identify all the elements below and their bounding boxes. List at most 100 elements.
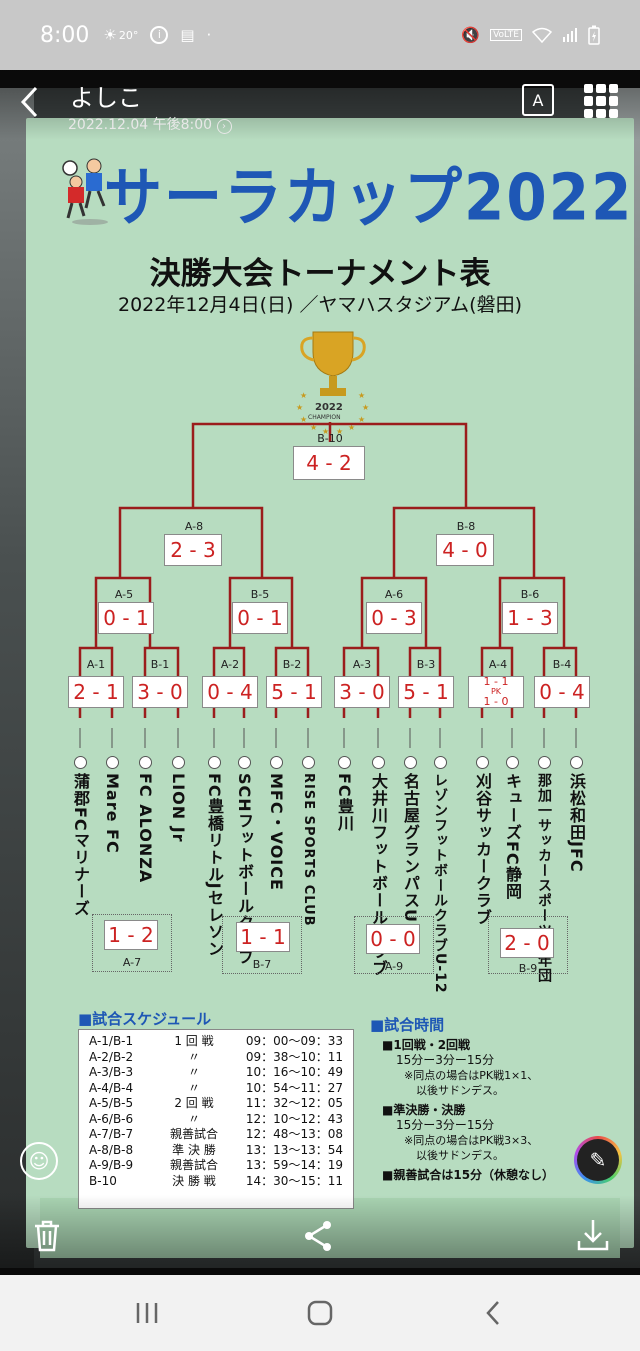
wifi-icon bbox=[532, 27, 552, 43]
score-b7: 1 - 1 bbox=[236, 922, 290, 952]
edit-button[interactable]: ✎ bbox=[574, 1136, 622, 1184]
score-a7: 1 - 2 bbox=[104, 920, 158, 950]
match-label-b5: B-5 bbox=[250, 588, 270, 601]
schedule-time: 10：16〜10：49 bbox=[245, 1065, 343, 1079]
team-emblem-icon bbox=[301, 756, 315, 769]
recent-apps-icon bbox=[136, 1303, 157, 1323]
system-back-button[interactable] bbox=[463, 1293, 523, 1333]
schedule-round: 2 回 戦 bbox=[174, 1096, 214, 1110]
team-emblem-icon bbox=[433, 756, 447, 769]
team-emblem-icon bbox=[371, 756, 385, 769]
sent-datetime[interactable]: 2022.12.04 午後8:00 › bbox=[68, 114, 232, 134]
match-label-a2: A-2 bbox=[220, 658, 240, 671]
r12-note1: ※同点の場合はPK戦1×1、 bbox=[404, 1069, 539, 1082]
album-grid-button[interactable] bbox=[584, 84, 618, 118]
grid-icon bbox=[584, 84, 594, 94]
r12-detail: 15分ー3分ー15分 bbox=[396, 1053, 495, 1067]
team-emblem-icon bbox=[537, 756, 551, 769]
back-button[interactable] bbox=[18, 84, 48, 124]
team-16: 浜松和田JFC bbox=[564, 756, 588, 873]
team-name: 刈谷サッカークラブ bbox=[473, 773, 492, 926]
delete-button[interactable] bbox=[32, 1219, 62, 1253]
schedule-round: 準 決 勝 bbox=[172, 1142, 216, 1157]
weather-icon: ☀ bbox=[103, 26, 117, 44]
team-2: Mare FC bbox=[100, 756, 124, 854]
schedule-match: A-5/B-5 bbox=[89, 1096, 134, 1110]
score-a4-regular: 1 - 1 bbox=[483, 675, 509, 688]
team-name: 浜松和田JFC bbox=[567, 773, 586, 873]
download-button[interactable] bbox=[576, 1217, 610, 1253]
match-label-a5: A-5 bbox=[114, 588, 134, 601]
home-icon bbox=[307, 1300, 333, 1326]
trophy-year: 2022 bbox=[315, 402, 343, 413]
team-1: 蒲郡FCマリナーズ bbox=[68, 756, 92, 917]
team-emblem-icon bbox=[569, 756, 583, 769]
match-label-b4: B-4 bbox=[552, 658, 572, 671]
team-name: FC豊橋リトルJセレソン bbox=[205, 773, 224, 958]
team-12: レゾンフットボールクラブU-12 bbox=[428, 756, 452, 994]
score-a2: 0 - 4 bbox=[202, 676, 258, 708]
svg-text:★: ★ bbox=[300, 415, 307, 424]
match-label-a1: A-1 bbox=[86, 658, 106, 671]
schedule-title: ■試合スケジュール bbox=[78, 1010, 212, 1028]
dot-icon: · bbox=[206, 26, 212, 44]
score-b10: 4 - 2 bbox=[293, 446, 365, 480]
sent-datetime-text: 2022.12.04 午後8:00 bbox=[68, 117, 213, 133]
match-label-a4: A-4 bbox=[488, 658, 508, 671]
trophy-champion: CHAMPION bbox=[308, 414, 341, 421]
schedule-row: A-2/B-2〃09：38〜10：11 bbox=[89, 1050, 343, 1066]
team-emblem-icon bbox=[337, 756, 351, 769]
poster-title: サーラカップ2022 bbox=[104, 160, 634, 235]
match-label-b7: B-7 bbox=[252, 958, 272, 971]
tournament-photo[interactable]: サーラカップ2022 決勝大会トーナメント表 2022年12月4日(日) ／ヤマ… bbox=[0, 88, 640, 1268]
team-name: キューズFC静岡 bbox=[503, 773, 522, 900]
schedule-time: 09：00〜09：33 bbox=[245, 1034, 343, 1048]
team-name: 名古屋グランパスU10 bbox=[401, 773, 420, 948]
schedule-time: 09：38〜10：11 bbox=[245, 1049, 343, 1064]
match-label-a8: A-8 bbox=[184, 520, 204, 533]
mascot-illustration bbox=[62, 158, 108, 225]
friendly-b9 bbox=[488, 916, 568, 974]
trophy-icon: ★★ ★★ ★★ ★★ ★★ bbox=[296, 331, 369, 434]
recent-apps-button[interactable] bbox=[117, 1293, 177, 1333]
semi-detail: 15分ー3分ー15分 bbox=[396, 1118, 495, 1132]
team-7: MFC・VOICE bbox=[264, 756, 288, 891]
schedule-match: A-8/B-8 bbox=[89, 1142, 134, 1157]
svg-text:★: ★ bbox=[300, 391, 307, 400]
home-button[interactable] bbox=[290, 1293, 350, 1333]
sender-name: よしこ bbox=[70, 84, 142, 112]
team-name: レゾンフットボールクラブU-12 bbox=[432, 773, 448, 994]
semi-head: ■準決勝・決勝 bbox=[382, 1103, 466, 1117]
chevron-right-circle-icon: › bbox=[216, 119, 232, 134]
svg-text:★: ★ bbox=[310, 423, 317, 432]
schedule-time: 11：32〜12：05 bbox=[245, 1096, 343, 1110]
system-nav-bar bbox=[0, 1275, 640, 1351]
image-viewer[interactable]: サーラカップ2022 決勝大会トーナメント表 2022年12月4日(日) ／ヤマ… bbox=[0, 70, 640, 1275]
team-11: 名古屋グランパスU10 bbox=[398, 756, 422, 947]
schedule-time: 12：10〜12：43 bbox=[245, 1111, 343, 1126]
friendly-a9 bbox=[354, 916, 434, 974]
status-time: 8:00 bbox=[40, 22, 90, 48]
text-recognition-button[interactable]: A bbox=[522, 84, 554, 116]
team-name: 蒲郡FCマリナーズ bbox=[71, 773, 90, 917]
emoji-button[interactable]: ☺ bbox=[20, 1142, 58, 1180]
score-a1: 2 - 1 bbox=[68, 676, 124, 708]
share-button[interactable] bbox=[302, 1219, 334, 1253]
team-emblem-icon bbox=[171, 756, 185, 769]
schedule-row: A-4/B-4〃10：54〜11：27 bbox=[89, 1081, 343, 1097]
schedule-row: A-3/B-3〃10：16〜10：49 bbox=[89, 1065, 343, 1081]
team-name: LION Jr bbox=[169, 773, 188, 843]
semi-note2: 以後サドンデス。 bbox=[416, 1149, 504, 1162]
match-label-a9: A-9 bbox=[384, 960, 404, 973]
team-name: SCHフットボールクラブ bbox=[235, 773, 254, 966]
schedule-row: A-5/B-5 2 回 戦 11：32〜12：05 bbox=[89, 1096, 343, 1112]
schedule-round: 親善試合 bbox=[169, 1158, 218, 1172]
team-name: FC ALONZA bbox=[136, 773, 155, 884]
schedule-round: 〃 bbox=[187, 1080, 200, 1095]
score-b9: 2 - 0 bbox=[500, 928, 554, 958]
battery-icon bbox=[588, 25, 600, 45]
volte-icon: VoLTE bbox=[490, 29, 522, 41]
